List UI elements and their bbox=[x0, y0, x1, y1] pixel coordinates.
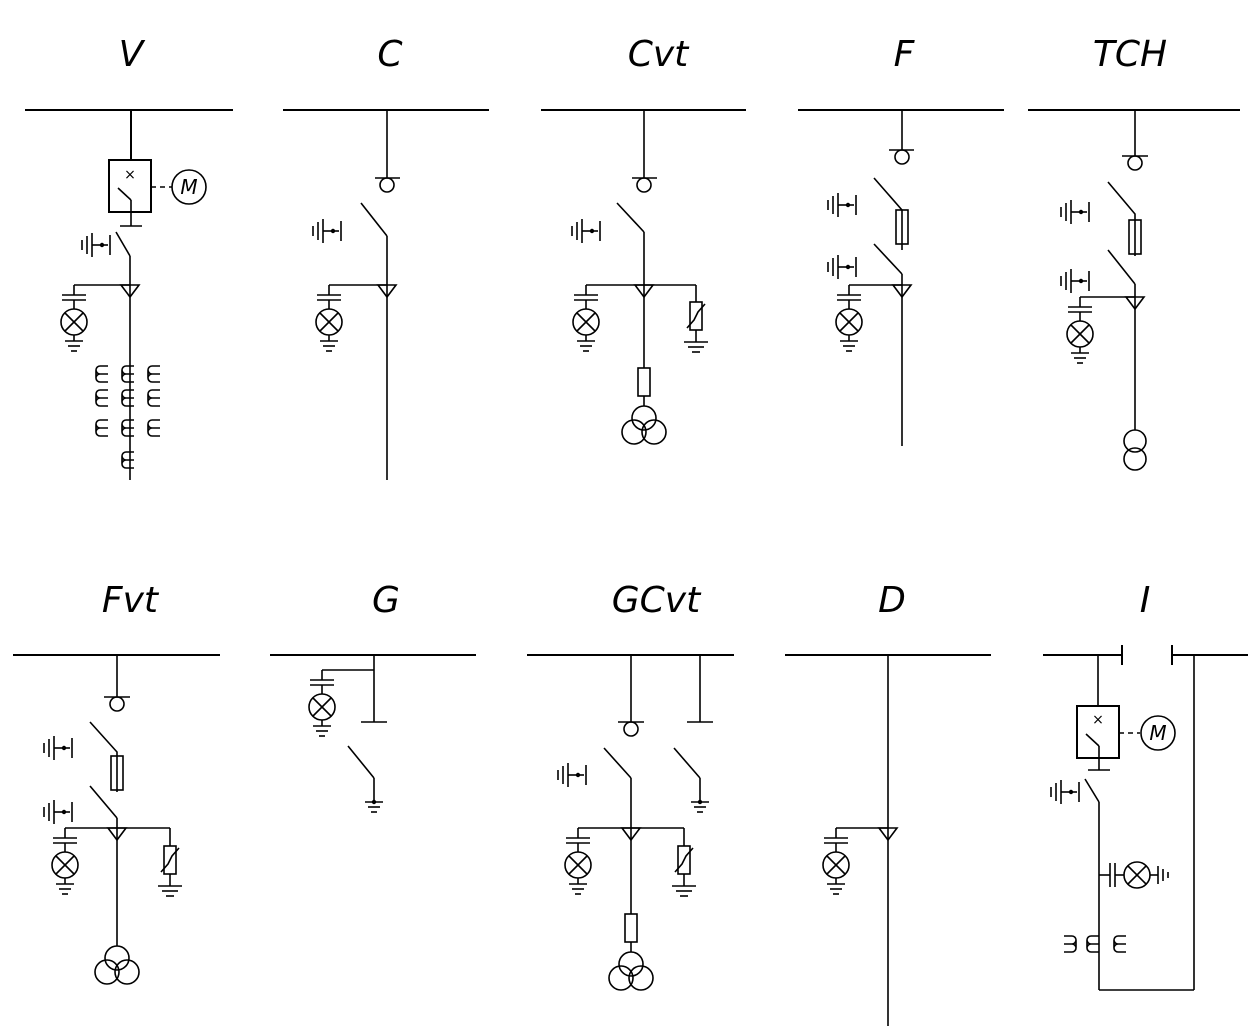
earthing-switch-g bbox=[347, 745, 375, 779]
cell-label-g: G bbox=[372, 580, 400, 621]
auxiliary-transformer-tch bbox=[1123, 429, 1147, 453]
motor-label-v: M bbox=[180, 175, 197, 199]
fuse-tch bbox=[1128, 219, 1142, 255]
cell-label-d: D bbox=[878, 580, 906, 621]
voltage-transformer-fvt bbox=[104, 945, 130, 971]
cell-tch: TCH bbox=[1028, 34, 1240, 471]
circuit-breaker-v bbox=[108, 159, 152, 213]
breaker-mark-v: × bbox=[124, 167, 136, 183]
cell-label-tch: TCH bbox=[1093, 34, 1167, 75]
cell-c: C bbox=[283, 34, 489, 480]
motor-label-i: M bbox=[1149, 721, 1166, 745]
cell-fvt: Fvt bbox=[13, 580, 220, 985]
fuse-fvt bbox=[110, 755, 124, 791]
breaker-mark-i: × bbox=[1092, 712, 1104, 728]
cell-label-f: F bbox=[894, 34, 916, 75]
cell-label-gcvt: GCvt bbox=[612, 580, 702, 621]
cell-cvt: Cvt bbox=[541, 34, 746, 445]
cell-g: G bbox=[270, 580, 476, 813]
circuit-breaker-i bbox=[1076, 705, 1120, 759]
cell-f: F bbox=[798, 34, 1004, 446]
cell-label-v: V bbox=[119, 34, 146, 75]
cell-label-c: C bbox=[377, 34, 403, 75]
cell-label-i: I bbox=[1140, 580, 1151, 621]
fuse-f bbox=[895, 209, 909, 245]
motor-symbol-v bbox=[171, 169, 207, 205]
cell-label-cvt: Cvt bbox=[628, 34, 690, 75]
cell-d: D bbox=[785, 580, 991, 1026]
motor-symbol-i bbox=[1140, 715, 1176, 751]
earthing-switch-gcvt bbox=[673, 747, 701, 779]
cell-label-fvt: Fvt bbox=[102, 580, 160, 621]
cell-v: V × M bbox=[25, 34, 233, 480]
cell-i: I × M bbox=[1043, 580, 1248, 991]
cell-gcvt: GCvt bbox=[527, 580, 734, 991]
